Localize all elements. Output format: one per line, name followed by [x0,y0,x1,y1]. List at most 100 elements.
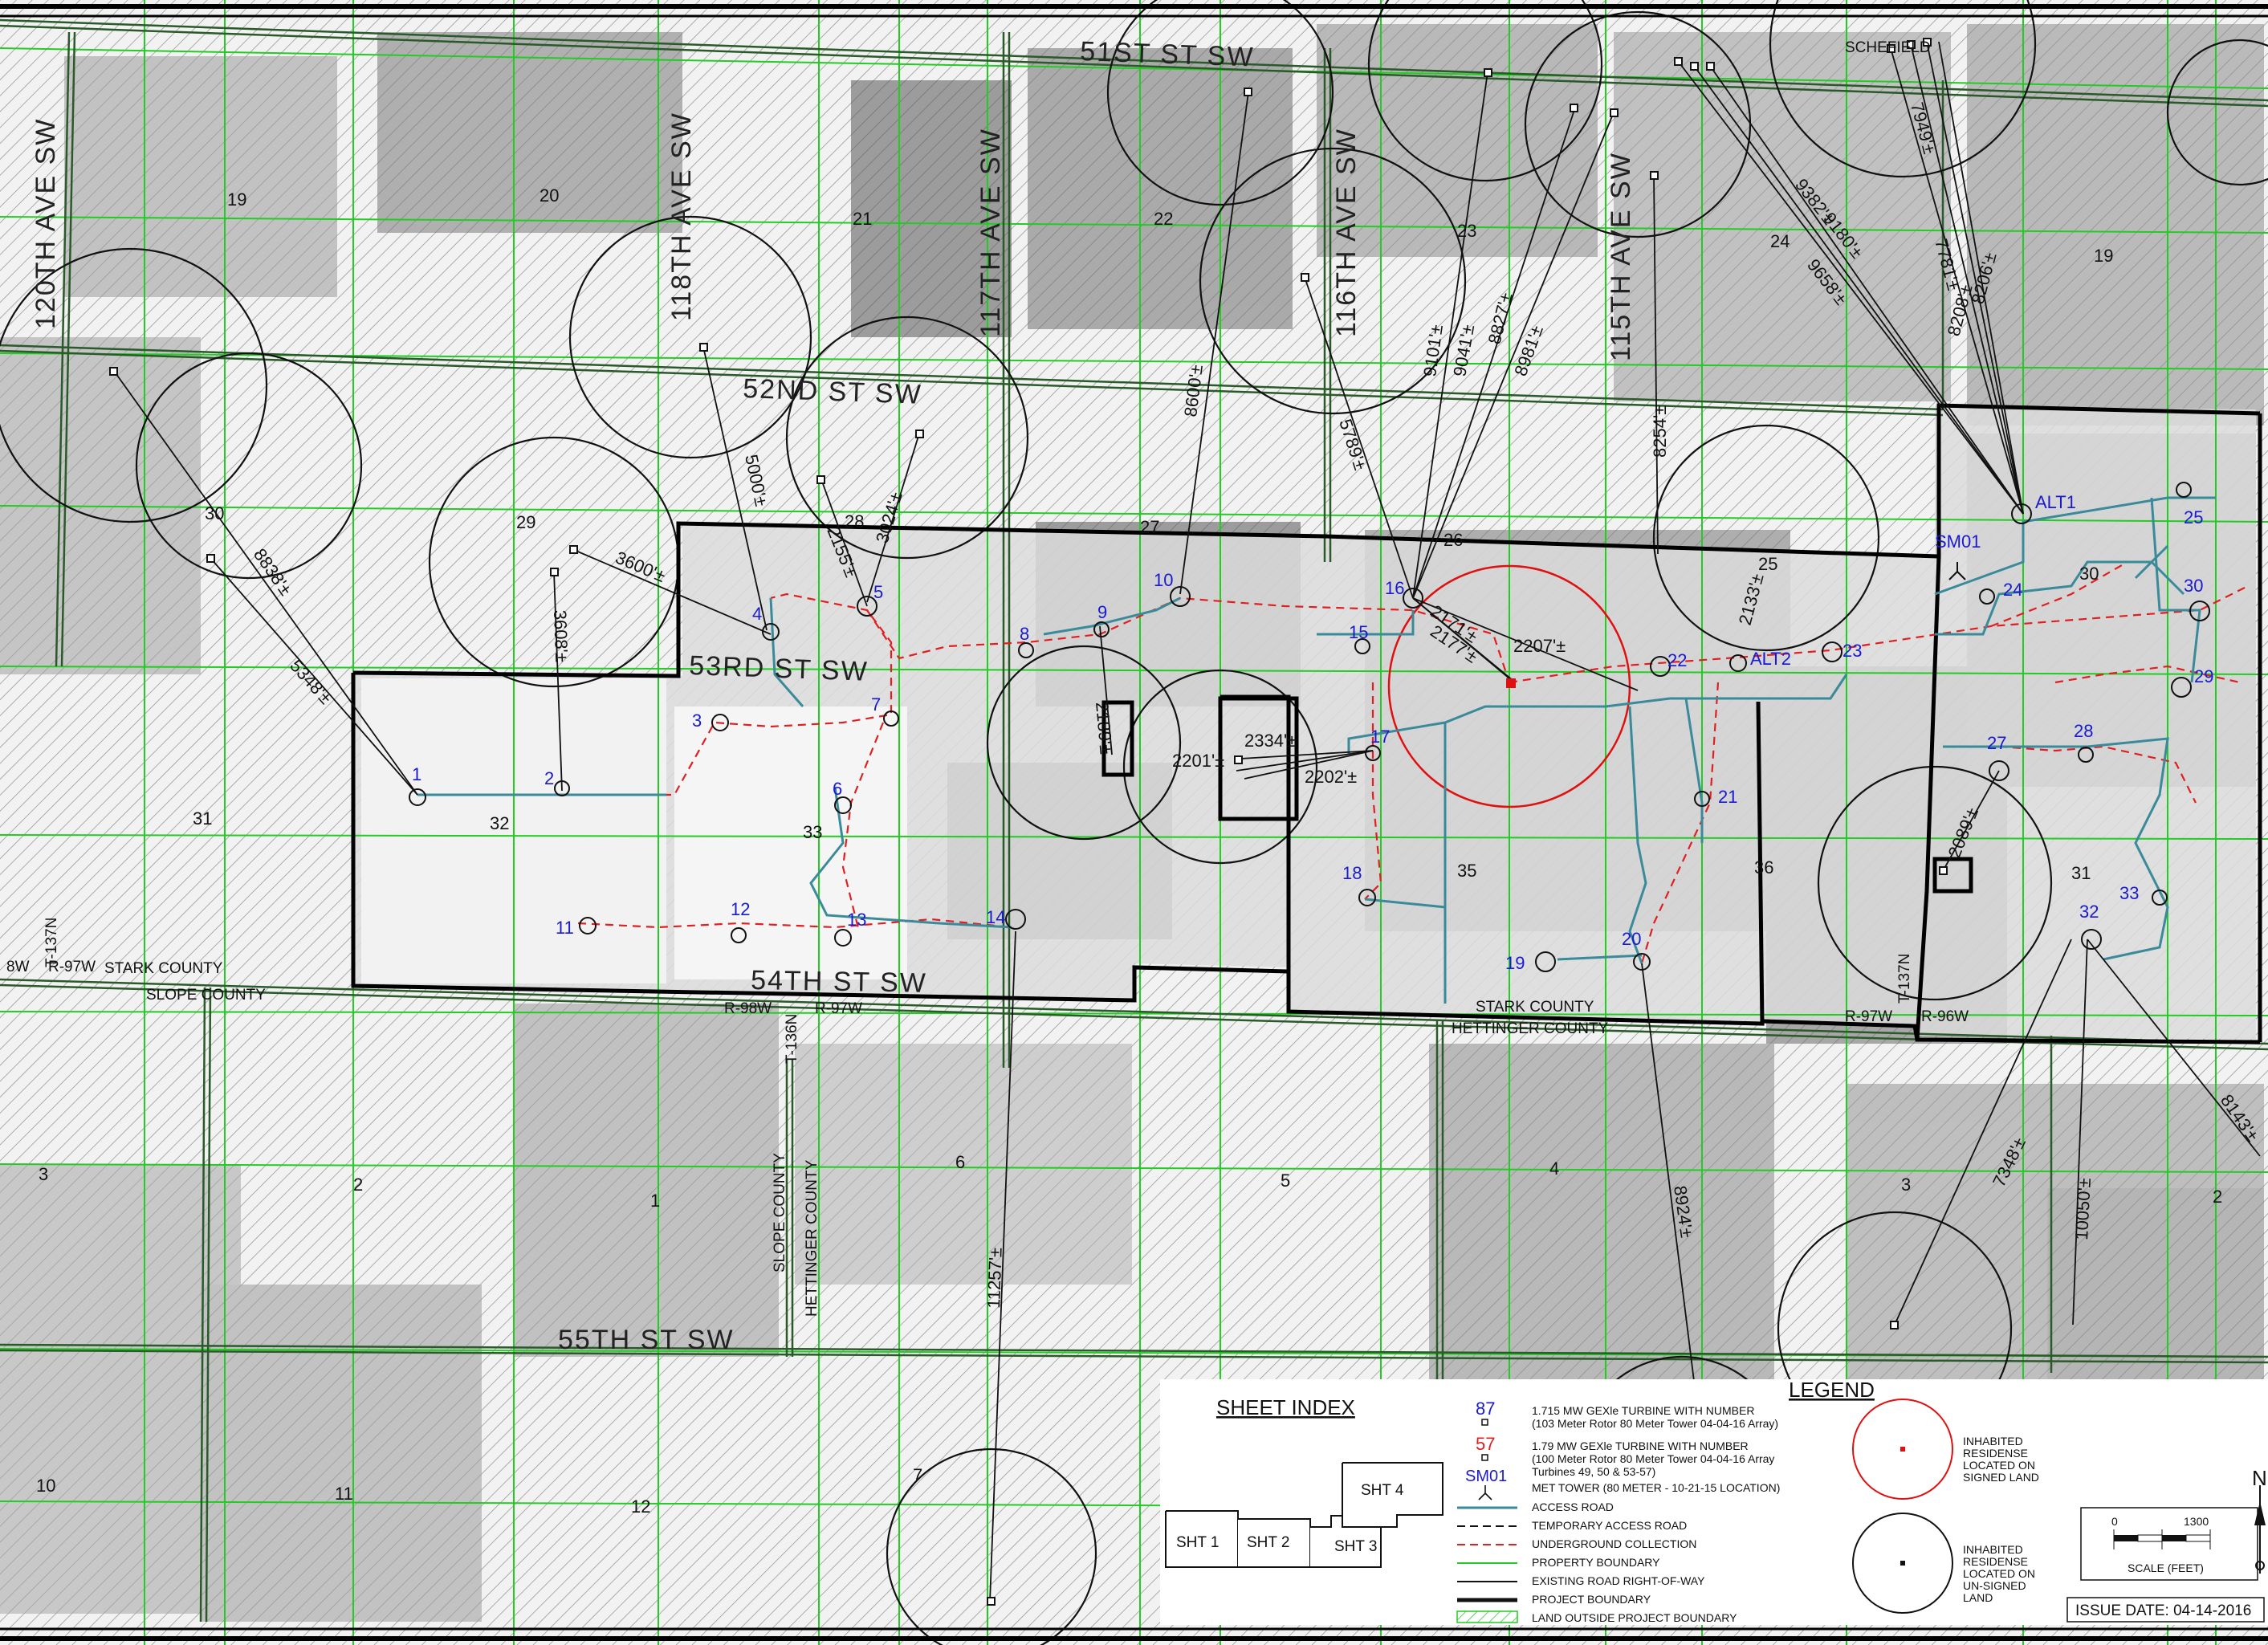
section-number: 3 [1901,1175,1911,1195]
legend-item-1: 1.715 MW GEXle TURBINE WITH NUMBER [1532,1404,1754,1417]
legend-black-line-2: RESIDENSE [1963,1555,2028,1568]
place-slope-county-w: SLOPE COUNTY [146,987,266,1004]
turbine-label: 22 [1667,650,1687,670]
turbine-label: 10 [1154,570,1173,590]
section-number: 20 [540,185,559,206]
turbine-label: 8 [1020,624,1029,644]
legend-black-line-5: LAND [1963,1591,1993,1604]
legend-item-2-sub2: Turbines 49, 50 & 53-57) [1532,1465,1655,1478]
legend-signed-circle [1852,1399,1953,1500]
section-number: 10 [36,1476,55,1496]
twp-r98w: R-98W [724,1000,772,1017]
legend-met-num: SM01 [1465,1468,1507,1485]
section-number: 21 [853,209,872,229]
road-label-54th: 54TH ST SW [751,965,927,999]
legend-black-line-3: LOCATED ON [1963,1567,2035,1580]
distance-label: 2202'± [1305,767,1357,787]
section-number: 12 [631,1496,650,1517]
met-tower-icon [1478,1485,1492,1500]
twp-r96w: R-96W [1921,1008,1969,1025]
turbine-label: 20 [1622,929,1641,949]
turbine-label: 2 [544,768,554,788]
section-number: 26 [1443,530,1463,550]
turbine-label: 11 [556,918,574,938]
legend-red-line-1: INHABITED [1963,1435,2023,1448]
turbine-label: 18 [1342,863,1362,883]
section-number: 33 [803,822,822,842]
section-number: 28 [845,511,864,531]
turbine-label: 32 [2079,902,2099,922]
turbine-label: ALT2 [1750,649,1791,669]
twp-t137n-e: T-137N [1896,954,1913,1004]
turbine-label: 28 [2074,721,2093,741]
place-hettinger-county-v: HETTINGER COUNTY [804,1159,820,1317]
north-label: N [2252,1466,2267,1490]
section-number: 2 [2213,1187,2222,1207]
turbine-label: 13 [847,910,866,930]
section-number: 4 [1549,1158,1559,1179]
turbine-label: 33 [2119,883,2139,903]
turbine-label: 30 [2184,576,2203,596]
legend-item-3: MET TOWER (80 METER - 10-21-15 LOCATION) [1532,1481,1780,1494]
distance-lines [113,41,2261,1602]
place-hettinger-county-e: HETTINGER COUNTY [1452,1020,1609,1037]
legend-unsigned-circle [1852,1513,1953,1614]
distance-label: 2201'± [1172,751,1224,771]
section-number: 23 [1457,221,1476,241]
legend-item-7: PROPERTY BOUNDARY [1532,1556,1660,1569]
scale-bar [2113,1529,2211,1549]
legend-red-line-2: RESIDENSE [1963,1447,2028,1460]
scale-max: 1300 [2184,1515,2209,1528]
section-number: 25 [1758,554,1777,574]
turbine-icon [1481,1454,1488,1461]
distance-label: 2189'± [1092,701,1117,755]
legend-turbine2-num: 57 [1476,1434,1495,1454]
road-label-115th: 115TH AVE SW [1606,152,1636,361]
section-number: 30 [205,503,224,523]
road-label-120th: 120TH AVE SW [31,118,61,329]
sheet-2-label: SHT 2 [1247,1534,1290,1551]
issue-date: ISSUE DATE: 04-14-2016 [2075,1602,2251,1619]
legend-item-8: EXISTING ROAD RIGHT-OF-WAY [1532,1574,1705,1587]
distance-label: 8254'± [1650,405,1670,458]
section-number: 32 [490,813,509,833]
turbine-label: ALT1 [2035,492,2076,512]
legend-black-line-4: UN-SIGNED [1963,1579,2026,1592]
turbine-label: 12 [731,899,750,919]
section-number: 31 [2071,863,2091,883]
place-stark-county-w: STARK COUNTY [104,960,223,977]
section-number: 30 [2079,564,2099,584]
road-label-53rd: 53RD ST SW [689,650,869,687]
section-number: 5 [1281,1171,1290,1191]
twp-r97w-e: R-97W [1845,1008,1892,1025]
legend-title: LEGEND [1789,1378,1875,1402]
legend-item-5: TEMPORARY ACCESS ROAD [1532,1519,1687,1532]
residence-markers [109,38,1948,1606]
north-arrow-icon [2254,1485,2266,1574]
section-number: 24 [1770,231,1790,251]
turbine-label: 27 [1987,733,2006,753]
project-area-fill [353,405,2256,1040]
twp-t136n: T-136N [784,1014,800,1064]
legend-panel: SHEET INDEX LEGEND SHT 1 SHT 2 SHT 3 SHT… [1160,1378,2268,1625]
legend-item-9: PROJECT BOUNDARY [1532,1593,1651,1606]
legend-turbine-num: 87 [1476,1399,1495,1419]
twp-8w: 8W [6,959,30,975]
twp-r97w-w: R-97W [48,959,96,975]
turbine-label: 7 [871,694,881,715]
road-label-116th: 116TH AVE SW [1331,128,1362,337]
turbine-label: 1 [412,764,421,784]
legend-item-10: LAND OUTSIDE PROJECT BOUNDARY [1532,1611,1737,1624]
section-number: 19 [2094,246,2113,266]
distance-label: 2207'± [1513,636,1566,656]
turbine-label: 6 [833,779,842,799]
section-number: 36 [1754,857,1773,877]
project-boundary [351,403,2262,1044]
legend-item-2-sub: (100 Meter Rotor 80 Meter Tower 04-04-16… [1532,1452,1774,1465]
twp-r97w-mid: R-97W [815,1000,862,1017]
road-label-117th: 117TH AVE SW [975,128,1006,337]
distance-label: 3608'± [550,609,572,662]
section-number: 19 [227,189,246,210]
section-number: 7 [913,1465,922,1485]
